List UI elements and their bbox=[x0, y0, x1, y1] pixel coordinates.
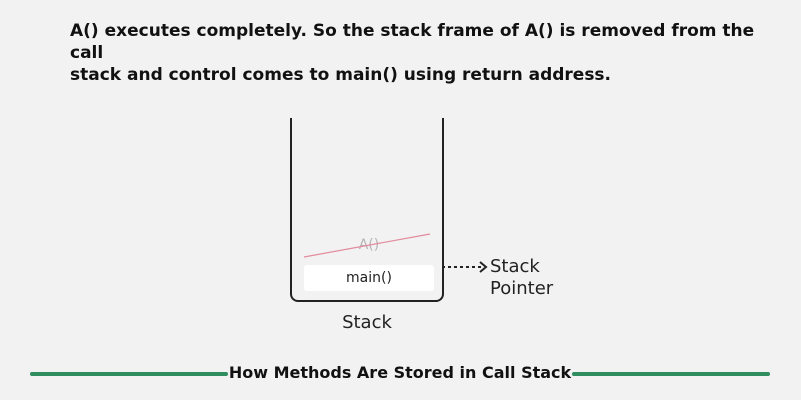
footer-title: How Methods Are Stored in Call Stack bbox=[228, 363, 572, 382]
stack-frame-main: main() bbox=[304, 265, 434, 291]
stack-caption: Stack bbox=[342, 312, 392, 333]
footer-divider-right bbox=[572, 372, 770, 376]
call-stack: A() main() bbox=[290, 118, 444, 302]
stack-frame-a-removed: A() bbox=[358, 237, 380, 253]
stack-pointer-arrow-icon bbox=[442, 261, 488, 273]
description-text: A() executes completely. So the stack fr… bbox=[70, 21, 755, 85]
stack-pointer-label: Stack Pointer bbox=[490, 256, 554, 299]
footer-divider-left bbox=[30, 372, 228, 376]
